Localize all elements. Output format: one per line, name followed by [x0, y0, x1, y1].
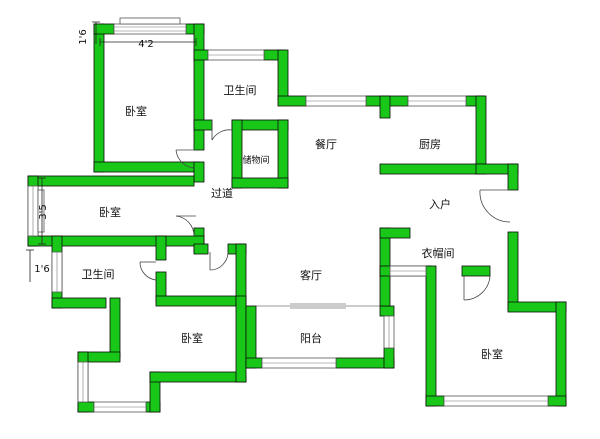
room-labels: 卧室 卫生间 储物间 餐厅 厨房 过道 卧室 入户 衣帽间 卫生间 客厅 卧室 … — [82, 83, 504, 361]
window — [207, 49, 265, 61]
wall — [379, 95, 391, 119]
room-label-bedroom-top: 卧室 — [125, 104, 147, 118]
wall — [193, 119, 213, 131]
wall — [27, 235, 205, 247]
window — [305, 95, 367, 107]
windows — [27, 17, 549, 413]
wall — [27, 175, 195, 187]
room-label-storage: 储物间 — [242, 154, 269, 166]
dimension-left-offset: 1'6 — [34, 264, 49, 275]
window — [261, 315, 395, 369]
window — [443, 395, 549, 407]
wall — [245, 357, 263, 369]
door — [463, 275, 491, 301]
wall — [235, 295, 247, 383]
wall — [277, 49, 289, 101]
wall — [155, 295, 247, 307]
wall — [193, 161, 205, 183]
wall — [475, 95, 487, 175]
door — [211, 120, 233, 141]
wall — [109, 297, 121, 359]
room-label-bedroom-left: 卧室 — [99, 205, 121, 219]
room-label-living: 客厅 — [300, 268, 322, 282]
dimensions: 4'2 1'6 3'5 1'6 — [26, 21, 197, 282]
door — [209, 251, 229, 271]
door — [479, 189, 511, 223]
window — [389, 265, 427, 277]
dimension-top-offset: 1'6 — [78, 29, 89, 44]
wall — [93, 23, 115, 35]
wall — [379, 227, 411, 239]
wall — [193, 23, 205, 151]
wall — [93, 161, 201, 173]
wall — [77, 401, 95, 413]
wall — [51, 297, 107, 309]
wall — [149, 371, 247, 383]
wall — [277, 95, 307, 107]
window — [27, 185, 45, 237]
wall — [379, 305, 395, 317]
door — [139, 261, 157, 281]
wall — [93, 23, 105, 173]
wall — [547, 395, 567, 407]
window — [51, 251, 63, 293]
wall — [155, 235, 167, 261]
room-label-bathroom-top: 卫生间 — [224, 83, 257, 97]
room-label-bedroom-bottom: 卧室 — [181, 331, 203, 345]
door — [175, 215, 196, 237]
wall — [507, 231, 519, 311]
room-label-corridor: 过道 — [211, 186, 233, 200]
wall — [425, 395, 445, 407]
door — [175, 149, 196, 169]
window — [77, 361, 147, 413]
room-label-entry: 入户 — [429, 197, 451, 211]
wall — [231, 177, 289, 189]
dimension-left-height: 3'5 — [38, 204, 49, 219]
wall — [425, 265, 437, 407]
window — [407, 95, 467, 107]
doors — [139, 120, 511, 309]
wall — [555, 301, 567, 407]
room-label-kitchen: 厨房 — [419, 138, 441, 151]
room-label-balcony: 阳台 — [300, 331, 322, 345]
wall — [193, 49, 209, 61]
dimension-top-width: 4'2 — [138, 39, 153, 50]
wall — [383, 347, 395, 369]
sliding-door — [256, 303, 380, 309]
window — [113, 17, 187, 35]
room-label-bedroom-right: 卧室 — [481, 347, 503, 361]
wall — [379, 163, 487, 175]
room-label-cloakroom: 衣帽间 — [422, 246, 455, 260]
wall — [461, 265, 491, 277]
wall — [193, 243, 209, 255]
wall — [507, 163, 519, 191]
room-label-bathroom-left: 卫生间 — [82, 267, 115, 281]
room-label-dining: 餐厅 — [315, 137, 337, 151]
